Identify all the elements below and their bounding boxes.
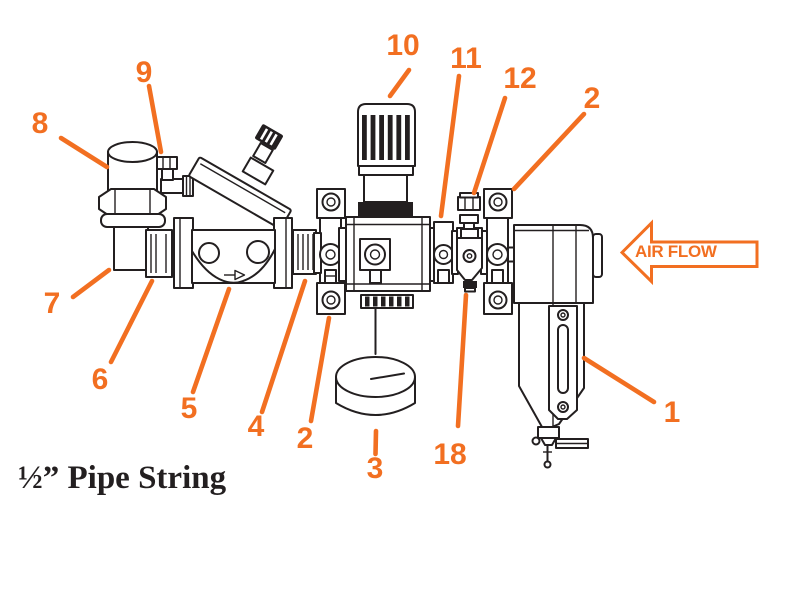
callout-12-label: 12: [503, 62, 537, 95]
regulator: [338, 103, 438, 355]
callout-11-label: 11: [450, 42, 482, 75]
air-flow-label: AIR FLOW: [635, 242, 717, 261]
sight-glass: [548, 305, 578, 420]
callout-5-line: [190, 286, 232, 395]
air-flow-arrow: [619, 219, 759, 286]
union-6: [145, 229, 173, 278]
callout-5-label: 5: [180, 392, 198, 425]
filter: [513, 224, 603, 469]
pilot-fitting: [156, 156, 194, 197]
callout-4-label: 4: [247, 410, 265, 443]
regulator-knob: [357, 103, 416, 218]
callout-2-top-label: 2: [583, 82, 601, 115]
callout-9-label: 9: [135, 56, 153, 89]
callout-9-line: [146, 83, 164, 155]
callout-18-line: [455, 292, 469, 429]
callout-2-bottom-line: [308, 315, 332, 424]
callout-7-line: [70, 267, 112, 300]
gauge-needle: [370, 372, 405, 380]
drain-valve: [531, 426, 589, 469]
mounting-bracket-left: [313, 188, 346, 315]
pressure-gauge: [335, 356, 416, 416]
check-valve-adjust-cap: [255, 124, 283, 150]
callout-6-line: [108, 278, 155, 365]
callout-2-top-line: [511, 111, 587, 192]
pipe-flange-11: [433, 221, 454, 284]
callout-10-label: 10: [386, 29, 420, 62]
callout-8-line: [58, 135, 110, 170]
page-title: ½” Pipe String: [18, 460, 227, 496]
callout-lines: [58, 67, 657, 457]
regulator-bottom-cap: [360, 294, 414, 309]
callout-6-label: 6: [91, 363, 109, 396]
callout-3-line: [373, 428, 379, 457]
callout-3-label: 3: [366, 452, 384, 485]
callout-8-label: 8: [31, 107, 49, 140]
bottom-fitting-18: [463, 281, 477, 293]
callout-11-line: [438, 73, 462, 219]
callout-18-label: 18: [433, 438, 467, 471]
elbow-body: [113, 221, 149, 271]
callout-12-line: [471, 95, 508, 196]
callout-1-label: 1: [663, 396, 681, 429]
callout-1-line: [581, 355, 657, 405]
flow-direction-arrow-icon: [224, 269, 246, 281]
callout-7-label: 7: [43, 287, 61, 320]
callout-2-bottom-label: 2: [296, 422, 314, 455]
union-nipple-4: [292, 229, 317, 275]
inlet-elbow-assembly: [98, 141, 173, 278]
mounting-bracket-right: [483, 188, 513, 315]
mini-valve-12: [451, 192, 488, 293]
check-valve: [173, 124, 293, 289]
callout-4-line: [259, 278, 308, 415]
relief-cylinder-8: [98, 141, 167, 228]
callout-10-line: [387, 67, 412, 99]
